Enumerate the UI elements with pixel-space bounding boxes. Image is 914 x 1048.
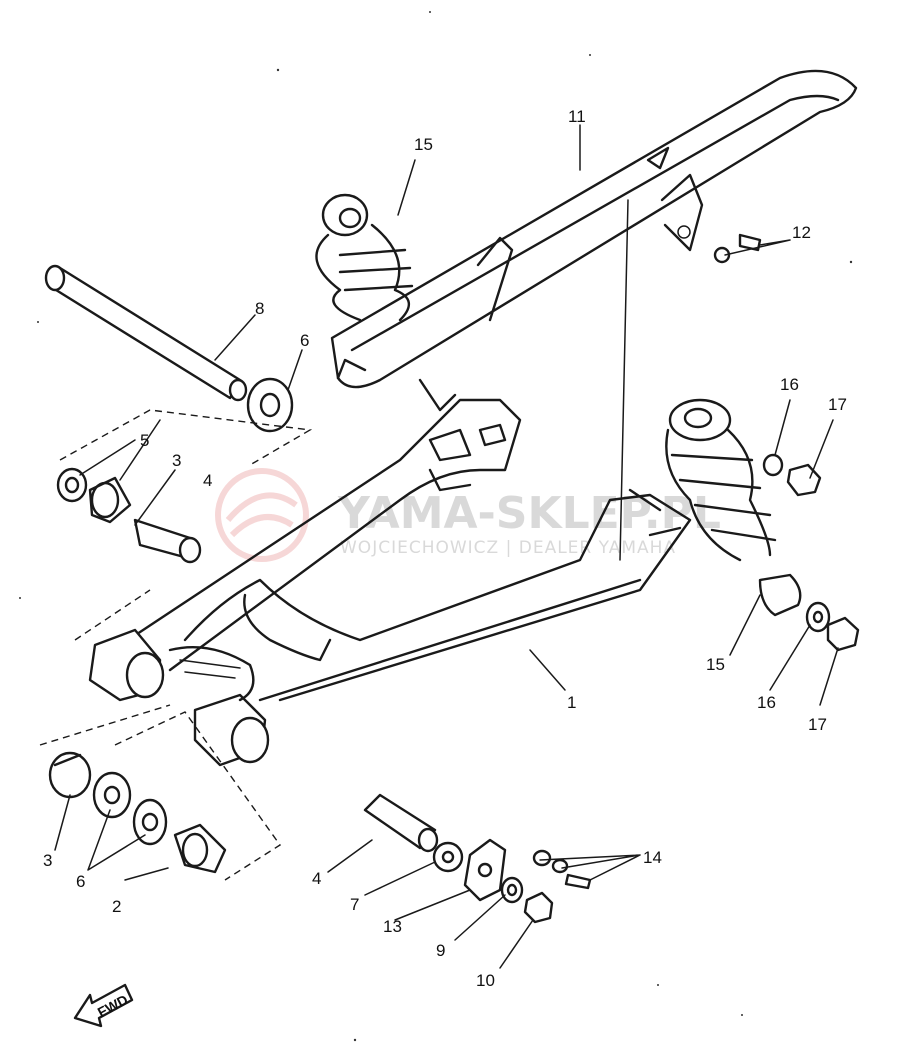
- shock-absorber-right: [665, 398, 802, 617]
- callout-labels: 1 2 3 3 4 4 5 6 6 7 8 9 10 11 12 13 14 1…: [43, 107, 847, 990]
- swing-arm: [88, 398, 692, 767]
- upper-bushing-set: [56, 467, 202, 564]
- callout-4-lower: 4: [312, 869, 321, 888]
- callout-16-lower: 16: [757, 693, 776, 712]
- thrust-cover-upper: [246, 377, 294, 433]
- callout-9: 9: [436, 941, 445, 960]
- pivot-shaft: [44, 264, 248, 402]
- callout-7: 7: [350, 895, 359, 914]
- callout-16-upper: 16: [780, 375, 799, 394]
- callout-3-lower: 3: [43, 851, 52, 870]
- callout-17-lower: 17: [808, 715, 827, 734]
- chain-adjuster-parts: [432, 838, 592, 924]
- callout-10: 10: [476, 971, 495, 990]
- chain-guard: [330, 69, 858, 389]
- callout-17-upper: 17: [828, 395, 847, 414]
- callout-15-lower: 15: [706, 655, 725, 674]
- callout-8: 8: [255, 299, 264, 318]
- watermark-logo: [215, 468, 309, 562]
- callout-15-upper: 15: [414, 135, 433, 154]
- callout-12: 12: [792, 223, 811, 242]
- callout-14: 14: [643, 848, 662, 867]
- shock-absorber-left: [315, 193, 457, 412]
- watermark-brand: YAMA-SKLEP.PL: [337, 488, 721, 539]
- watermark-tagline: WOJCIECHOWICZ | DEALER YAMAHA: [340, 538, 676, 558]
- callout-13: 13: [383, 917, 402, 936]
- forward-direction-arrow: FWD: [73, 983, 134, 1028]
- callout-1: 1: [567, 693, 576, 712]
- shock-washer-nut-lower: [805, 601, 860, 652]
- callout-6-lower: 6: [76, 872, 85, 891]
- callout-2: 2: [112, 897, 121, 916]
- lower-collar: [363, 793, 439, 853]
- callout-6-upper: 6: [300, 331, 309, 350]
- guard-bolt-set: [713, 233, 762, 264]
- lower-bushing-set: [48, 751, 227, 874]
- scan-noise: [19, 11, 853, 1042]
- leader-lines: [54, 124, 839, 969]
- callout-3-upper: 3: [172, 451, 181, 470]
- callout-5: 5: [140, 431, 149, 450]
- callout-4-upper: 4: [203, 471, 212, 490]
- callout-11: 11: [568, 107, 586, 126]
